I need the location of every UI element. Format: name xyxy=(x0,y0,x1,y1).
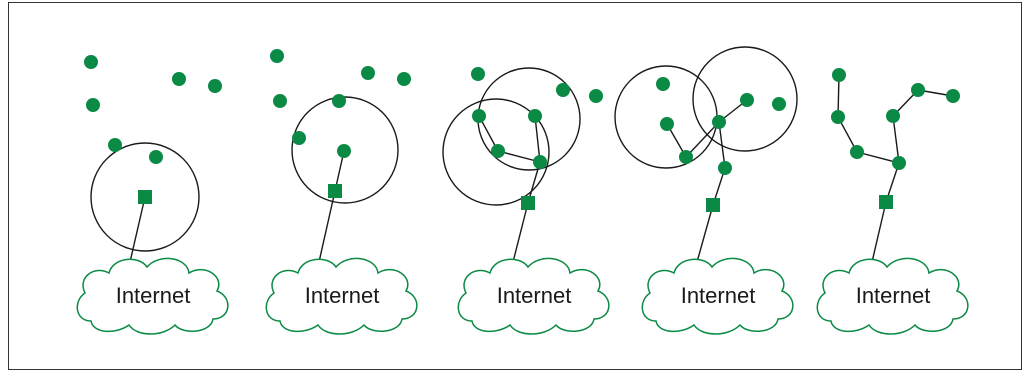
node-dot xyxy=(656,77,670,91)
node-dot xyxy=(84,55,98,69)
node-dot xyxy=(108,138,122,152)
panel-2: Internet xyxy=(265,49,418,335)
node-dot xyxy=(946,89,960,103)
radio-range-circle xyxy=(90,142,200,252)
panel-5: Internet xyxy=(816,68,969,335)
uplink-line xyxy=(512,202,529,263)
node-dot xyxy=(679,150,693,164)
node-dot xyxy=(832,68,846,82)
internet-cloud: Internet xyxy=(457,257,610,335)
cloud-label: Internet xyxy=(305,283,380,308)
panel-3: Internet xyxy=(442,67,610,335)
node-dot xyxy=(361,66,375,80)
node-dot xyxy=(472,109,486,123)
cloud-label: Internet xyxy=(681,283,756,308)
panel-4: Internet xyxy=(614,46,798,335)
link-line xyxy=(856,151,900,164)
link-line xyxy=(534,115,541,163)
internet-cloud: Internet xyxy=(76,257,229,335)
node-dot xyxy=(772,97,786,111)
node-dot xyxy=(491,144,505,158)
radio-range-circle xyxy=(692,46,798,152)
gateway-square xyxy=(521,196,535,210)
node-dot xyxy=(270,49,284,63)
radio-range-circle xyxy=(291,96,399,204)
gateway-square xyxy=(328,184,342,198)
node-dot xyxy=(273,94,287,108)
node-dot xyxy=(172,72,186,86)
node-dot xyxy=(718,161,732,175)
node-dot xyxy=(471,67,485,81)
link-line xyxy=(892,115,900,164)
internet-cloud: Internet xyxy=(816,257,969,335)
gateway-square xyxy=(138,190,152,204)
gateway-square xyxy=(706,198,720,212)
node-dot xyxy=(149,150,163,164)
node-dot xyxy=(528,109,542,123)
link-line xyxy=(718,121,726,169)
node-dot xyxy=(332,94,346,108)
node-dot xyxy=(892,156,906,170)
uplink-line xyxy=(696,204,714,263)
node-dot xyxy=(292,131,306,145)
gateway-square xyxy=(879,195,893,209)
node-dot xyxy=(911,83,925,97)
node-dot xyxy=(397,72,411,86)
node-dot xyxy=(533,155,547,169)
node-dot xyxy=(86,98,100,112)
link-line xyxy=(685,121,720,158)
internet-cloud: Internet xyxy=(641,257,794,335)
link-line xyxy=(497,150,541,163)
uplink-line xyxy=(129,196,146,263)
uplink-line xyxy=(871,201,887,263)
cloud-label: Internet xyxy=(856,283,931,308)
node-dot xyxy=(556,83,570,97)
link-line xyxy=(837,74,840,118)
node-dot xyxy=(712,115,726,129)
panel-1: Internet xyxy=(76,55,229,335)
node-dot xyxy=(208,79,222,93)
node-dot xyxy=(831,110,845,124)
cloud-label: Internet xyxy=(497,283,572,308)
node-dot xyxy=(337,144,351,158)
node-dot xyxy=(589,89,603,103)
node-dot xyxy=(850,145,864,159)
internet-cloud: Internet xyxy=(265,257,418,335)
radio-range-circle xyxy=(442,98,550,206)
node-dot xyxy=(660,117,674,131)
node-dot xyxy=(740,93,754,107)
node-dot xyxy=(886,109,900,123)
cloud-label: Internet xyxy=(116,283,191,308)
uplink-line xyxy=(318,190,336,263)
